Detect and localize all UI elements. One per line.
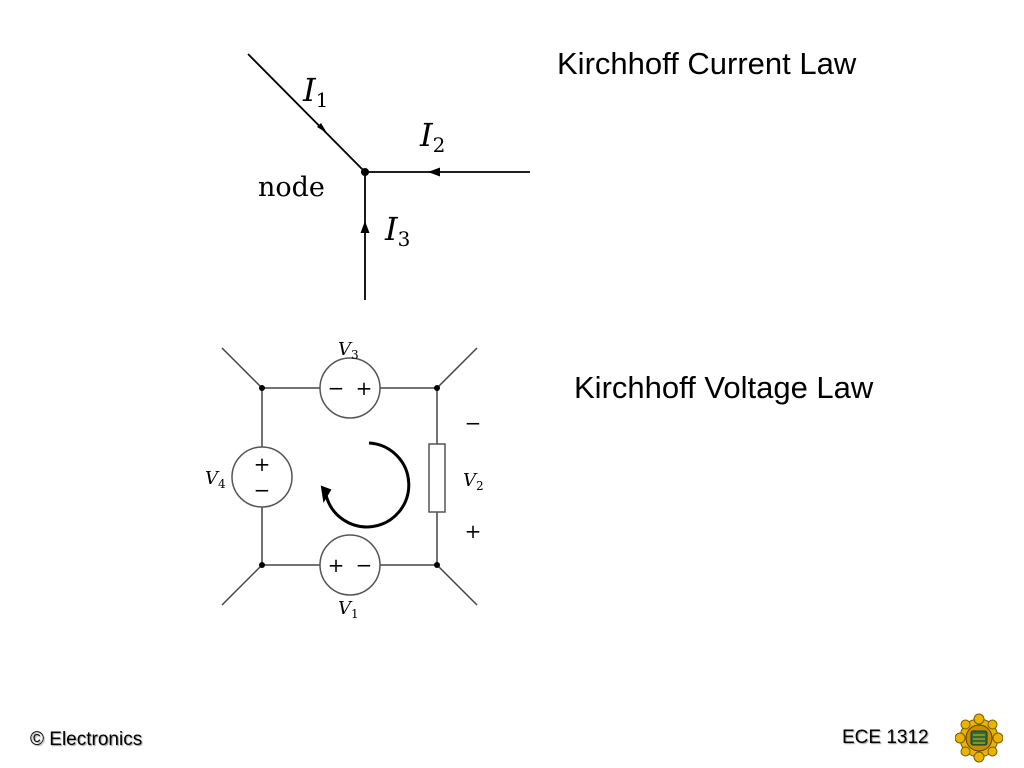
kvl-title: Kirchhoff Voltage Law	[574, 370, 874, 405]
source-v3-sign-left: −	[328, 376, 345, 400]
current-label-i1: I1	[302, 71, 328, 112]
university-crest-icon	[955, 713, 1003, 763]
arrow-i2	[428, 167, 440, 177]
element-v2-sign-bottom: +	[465, 519, 482, 543]
element-v2-label: V2	[463, 470, 484, 493]
source-v4-sign-bottom: −	[254, 478, 271, 502]
source-v3-label: V3	[338, 339, 359, 362]
source-v1-sign-right: −	[356, 553, 373, 577]
loop-arrow	[324, 441, 411, 529]
source-v3	[319, 357, 381, 419]
footer-course-code: ECE 1312	[842, 727, 929, 748]
junction-bottom-right	[434, 562, 440, 568]
source-v1	[319, 534, 381, 596]
branch-i1	[247, 53, 366, 173]
source-v1-sign-left: +	[328, 553, 345, 577]
source-v4	[231, 446, 293, 508]
footer-copyright: © Electronics	[30, 729, 143, 750]
loop-arrowhead	[320, 485, 332, 503]
element-v2-sign-top: −	[465, 411, 482, 435]
node-label: node	[258, 172, 325, 203]
junction-top-right	[434, 385, 440, 391]
arrow-i3	[360, 221, 370, 233]
junction-bottom-left	[259, 562, 265, 568]
source-v1-label: V1	[338, 598, 359, 621]
current-label-i2: I2	[419, 116, 445, 157]
current-label-i3: I3	[384, 210, 410, 251]
arrow-i1	[317, 123, 327, 133]
node-dot	[361, 168, 369, 176]
source-v4-label: V4	[205, 468, 226, 491]
source-v3-sign-right: +	[356, 376, 373, 400]
source-v4-sign-top: +	[254, 452, 271, 476]
kcl-title: Kirchhoff Current Law	[557, 46, 857, 81]
junction-top-left	[259, 385, 265, 391]
element-v2	[428, 443, 446, 513]
